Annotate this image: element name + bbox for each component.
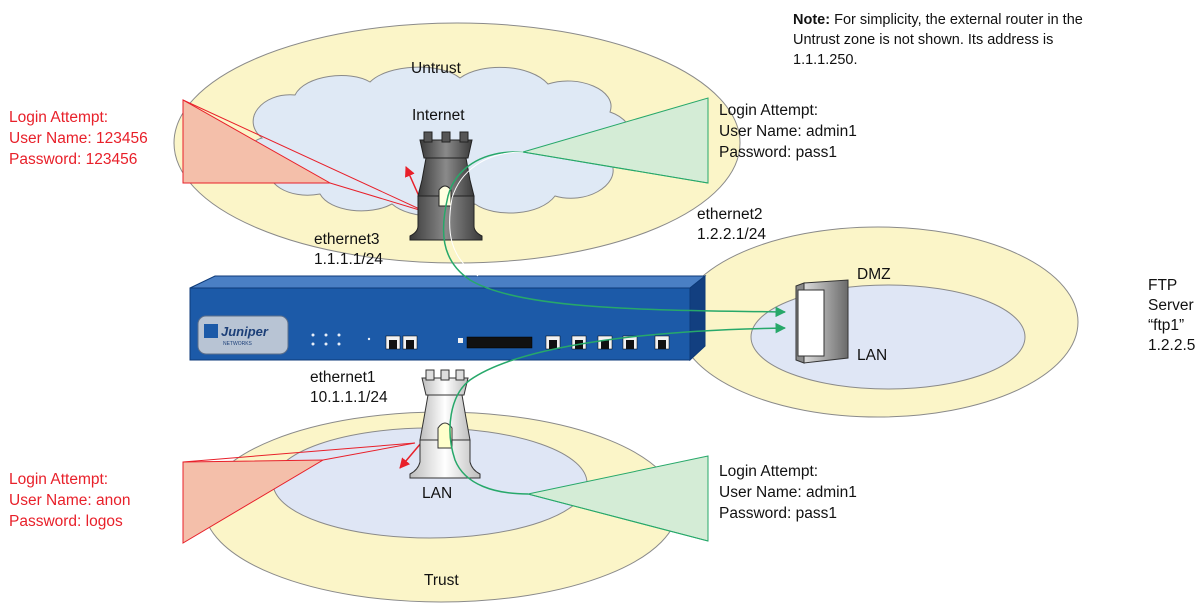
login-untrust-bad-title: Login Attempt: <box>9 109 109 126</box>
zone-label-trust: Trust <box>424 572 459 589</box>
note-body: For simplicity, the external router in t… <box>793 12 1083 68</box>
device-sub: NETWORKS <box>223 341 253 347</box>
zone-label-untrust: Untrust <box>411 60 461 77</box>
ftp-server-label-2: Server <box>1148 297 1194 314</box>
ftp-server-label-4: 1.2.2.5 <box>1148 337 1196 354</box>
login-untrust-good-title: Login Attempt: <box>719 102 819 119</box>
login-untrust-bad-user: User Name: 123456 <box>9 130 148 147</box>
login-wedge-trust-bad <box>182 459 325 544</box>
login-trust-bad-pass: Password: logos <box>9 513 123 530</box>
juniper-logo <box>197 315 289 355</box>
device-brand: Juniper <box>221 324 269 339</box>
login-trust-good-title: Login Attempt: <box>719 463 819 480</box>
ftp-server-label-1: FTP <box>1148 277 1178 294</box>
note-text: Note: For simplicity, the external route… <box>793 10 1113 70</box>
juniper-security-device: Juniper NETWORKS <box>189 274 707 362</box>
note-prefix: Note: <box>793 12 831 28</box>
ftp-server-label-3: “ftp1” <box>1148 317 1185 334</box>
status-leds <box>311 333 371 346</box>
zone-label-dmz: DMZ <box>857 266 891 283</box>
interface-ethernet2-name: ethernet2 <box>697 206 763 223</box>
zone-label-trust-lan: LAN <box>422 485 453 502</box>
ftp-server-icon <box>795 279 849 364</box>
login-trust-good-user: User Name: admin1 <box>719 484 857 501</box>
login-untrust-good-user: User Name: admin1 <box>719 123 857 140</box>
interface-ethernet2-ip: 1.2.2.1/24 <box>697 226 766 243</box>
interface-ethernet3-ip: 1.1.1.1/24 <box>314 251 383 268</box>
login-trust-bad-title: Login Attempt: <box>9 471 109 488</box>
login-wedge-untrust-bad <box>182 99 332 184</box>
login-untrust-good-pass: Password: pass1 <box>719 144 838 161</box>
zone-label-internet: Internet <box>412 107 465 124</box>
login-untrust-bad-pass: Password: 123456 <box>9 151 138 168</box>
login-trust-bad-user: User Name: anon <box>9 492 131 509</box>
interface-ethernet1-name: ethernet1 <box>310 369 376 386</box>
login-trust-good-pass: Password: pass1 <box>719 505 838 522</box>
admin-path-trust <box>449 322 787 495</box>
admin-path-untrust <box>442 151 787 318</box>
tower-icon-untrust <box>409 131 483 241</box>
interface-ethernet1-ip: 10.1.1.1/24 <box>310 389 388 406</box>
dmz-lan <box>750 284 1026 390</box>
zone-label-dmz-lan: LAN <box>857 347 888 364</box>
interface-ethernet3-name: ethernet3 <box>314 231 380 248</box>
tower-icon-trust <box>409 369 481 479</box>
